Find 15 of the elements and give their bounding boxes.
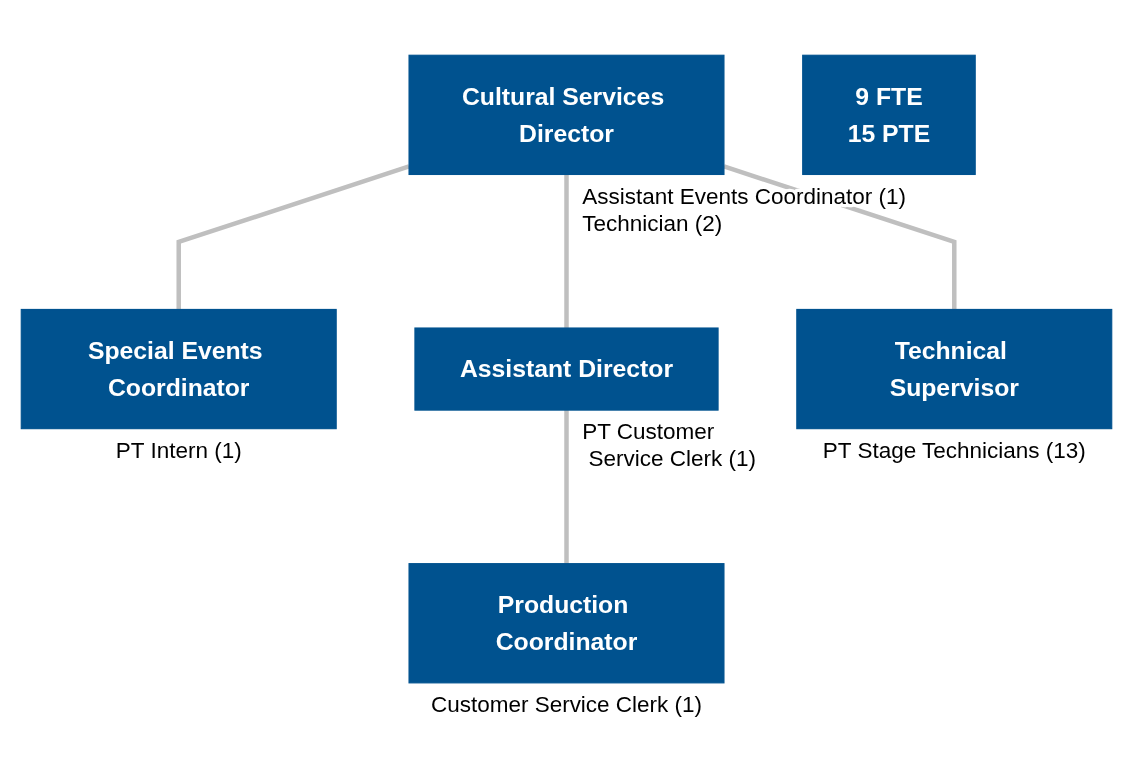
- staff-note: Assistant Events Coordinator (1): [582, 183, 906, 209]
- staff-note: PT Intern (1): [115, 438, 242, 463]
- staff-note: Customer Service Clerk (1): [430, 692, 703, 718]
- connector: [176, 164, 410, 310]
- connector: [564, 174, 569, 329]
- node-box: Special Events Coordinator: [20, 308, 337, 430]
- node-box: Cultural Services Director: [408, 54, 725, 176]
- node-box: Technical Supervisor: [796, 308, 1113, 430]
- node-box: 9 FTE 15 PTE: [802, 54, 976, 176]
- node-box: Production Coordinator: [408, 563, 725, 684]
- connector: [564, 410, 569, 564]
- node-box: Assistant Director: [414, 327, 719, 411]
- staff-note: PT Stage Technicians (13): [822, 438, 1086, 463]
- staff-note: Technician (2): [582, 210, 723, 236]
- staff-note: PT Customer Service Clerk (1): [582, 419, 756, 472]
